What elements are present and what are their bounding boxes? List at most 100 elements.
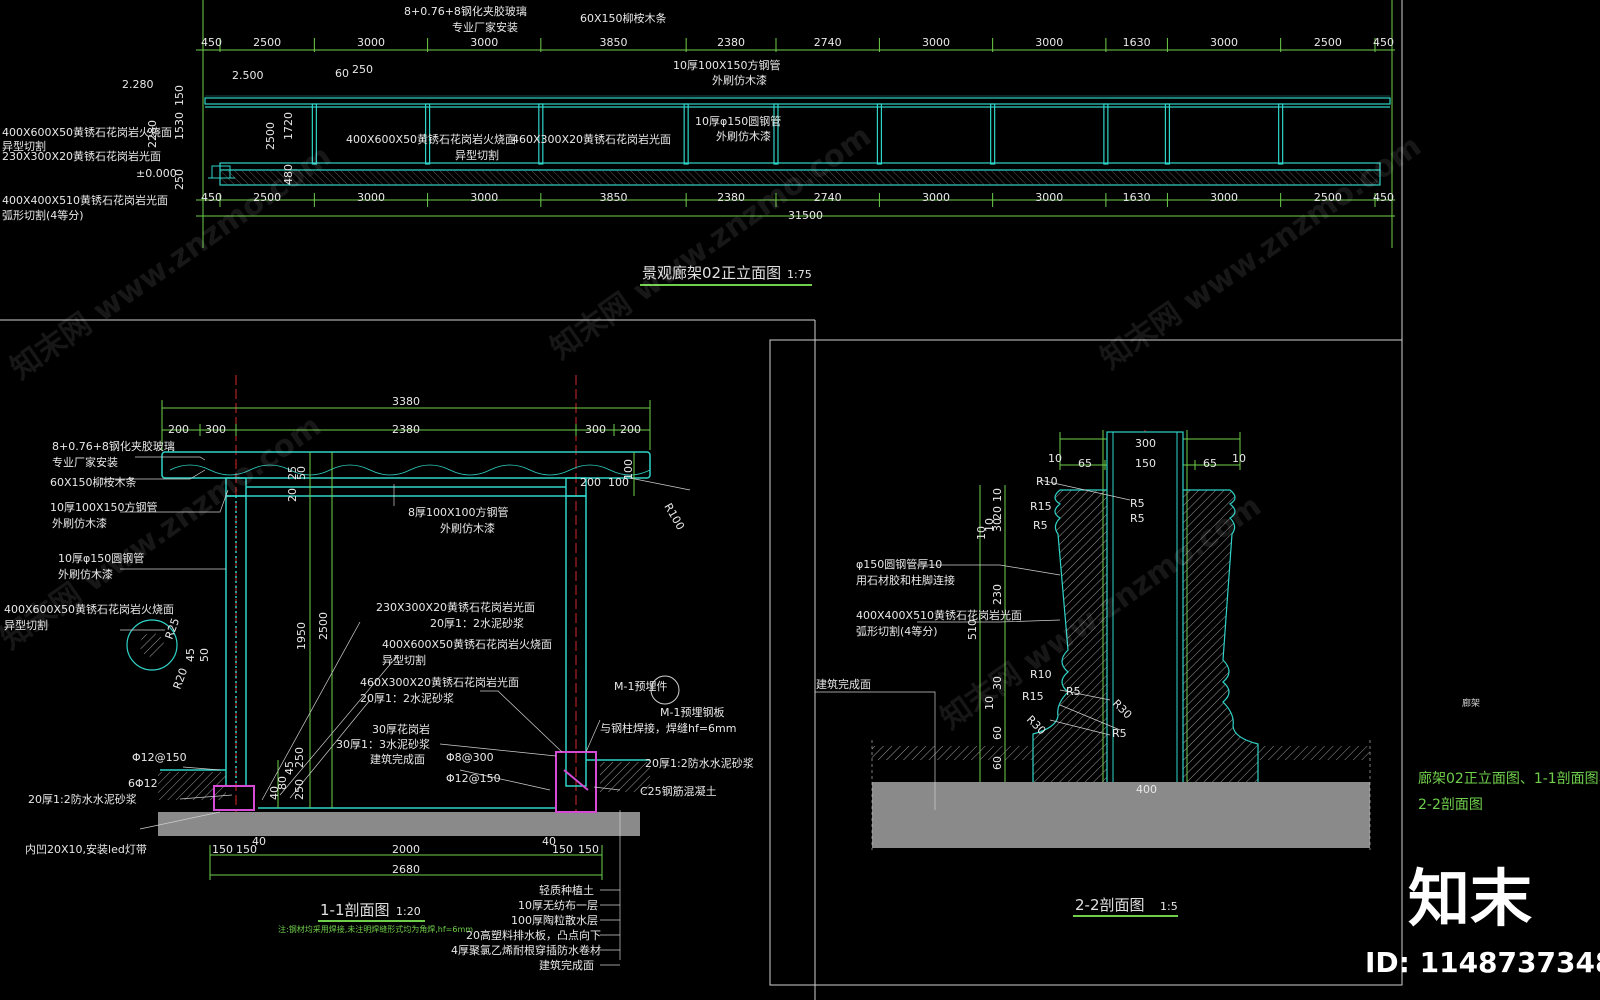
s1-bdim-1: 150 — [236, 843, 257, 856]
s2-vdim-8: 10 — [983, 696, 996, 710]
s1-bdim-2: 40 — [252, 835, 266, 848]
s2-dim-300: 300 — [1135, 437, 1156, 450]
s1-rebar-0: Φ8@300 — [446, 751, 494, 764]
elev-level-3: ±0.000 — [136, 167, 177, 180]
s1-vdim-40: 40 — [268, 786, 281, 800]
s1-bdim-5: 150 — [552, 843, 573, 856]
elev-bottom-dim-10: 3000 — [1210, 191, 1238, 204]
s2-radius-3: R5 — [1130, 497, 1145, 510]
s2-vdim-9: 60 — [991, 726, 1004, 740]
elevation-post-10 — [1278, 103, 1284, 165]
s1-vdim-250: 250 — [293, 779, 306, 800]
s1-vdim-20: 20 — [286, 488, 299, 502]
elevation-view — [196, 0, 1395, 248]
section2-view — [815, 430, 1371, 850]
s1-label-8: 异型切割 — [4, 618, 48, 632]
s1-mid-5: 20厚1：2水泥砂浆 — [360, 691, 454, 705]
elev-note-install: 专业厂家安装 — [452, 20, 518, 34]
elev-lower-note-1: 400X600X50黄锈石花岗岩火烧面 — [346, 132, 516, 146]
s1-layer-2: 100厚陶粒散水层 — [511, 913, 598, 927]
s1-bdim-6: 150 — [578, 843, 599, 856]
s1-label-1: 专业厂家安装 — [52, 455, 118, 469]
s1-vdim-100b: 100 — [608, 476, 629, 489]
s1-mid-6: 30厚花岗岩 — [372, 722, 430, 736]
s1-dim-200b: 200 — [620, 423, 641, 436]
s2-vdim-4: 10 — [975, 526, 988, 540]
brand-id: ID: 1148737348 — [1365, 946, 1600, 979]
s1-bdim-3: 2000 — [392, 843, 420, 856]
section1-scale: 1:20 — [396, 905, 421, 918]
elev-note-steel: 10厚100X150方钢管 — [673, 58, 781, 72]
s2-label-0: φ150圆钢管厚10 — [856, 557, 942, 571]
elev-left-note-5: 弧形切割(4等分) — [2, 208, 84, 222]
elev-top-dim-2: 3000 — [357, 36, 385, 49]
elevation-post-8 — [1103, 103, 1109, 165]
sidebar-title-line-1: 廊架02正立面图、1-1剖面图、 — [1418, 770, 1600, 787]
s1-right-2: 与钢柱焊接，焊缝hf=6mm — [600, 721, 737, 735]
elevation-posts — [311, 103, 1284, 165]
s2-dim-10b: 10 — [1232, 452, 1246, 465]
elev-top-dim-7: 3000 — [922, 36, 950, 49]
s2-label-3: 弧形切割(4等分) — [856, 624, 938, 638]
elev-dim-1530: 1530 — [173, 112, 186, 140]
elevation-post-1 — [311, 103, 317, 165]
elev-top-dim-5: 2380 — [717, 36, 745, 49]
section2-title: 2-2剖面图 — [1075, 896, 1145, 914]
elevation-scale: 1:75 — [787, 268, 812, 281]
s1-dim-300a: 300 — [205, 423, 226, 436]
elev-top-dim-4: 3850 — [599, 36, 627, 49]
section1-view — [100, 375, 691, 966]
elev-bottom-dim-4: 3850 — [599, 191, 627, 204]
s1-right-3: 20厚1:2防水水泥砂浆 — [645, 756, 754, 770]
s1-center-1: 外刷仿木漆 — [440, 522, 495, 535]
s1-label-3: 10厚100X150方钢管 — [50, 500, 158, 514]
elevation-post-7 — [990, 103, 996, 165]
elev-bottom-dim-12: 450 — [1373, 191, 1394, 204]
s1-vdim-2500: 2500 — [317, 612, 330, 640]
s2-label-1: 用石材胶和柱脚连接 — [856, 573, 955, 587]
sidebar-title-line-2: 2-2剖面图 — [1418, 797, 1483, 813]
elev-dim-250: 250 — [352, 63, 373, 76]
elev-total-dim: 31500 — [788, 209, 823, 222]
elev-bottom-dim-7: 3000 — [922, 191, 950, 204]
s1-vdim-200: 200 — [580, 476, 601, 489]
s1-mid-4: 460X300X20黄锈石花岗岩光面 — [360, 675, 519, 689]
s1-mid-2: 400X600X50黄锈石花岗岩火烧面 — [382, 637, 552, 651]
panel-borders — [0, 0, 1403, 1000]
s1-label-4: 外刷仿木漆 — [52, 517, 107, 530]
s1-mid-7: 30厚1：3水泥砂浆 — [336, 737, 430, 751]
elevation-post-4 — [683, 103, 689, 165]
s1-vdim-50: 50 — [295, 466, 308, 480]
s1-mid-0: 230X300X20黄锈石花岗岩光面 — [376, 600, 535, 614]
s1-rebar-1: Φ12@150 — [446, 772, 501, 785]
s1-mid-8: 建筑完成面 — [370, 752, 425, 766]
s1-radius-r25: R25 — [163, 616, 183, 641]
s1-vdim-250b: 250 — [293, 747, 306, 768]
s1-bdim-0: 150 — [212, 843, 233, 856]
elev-dim-150: 150 — [173, 85, 186, 106]
elev-dim-250b: 250 — [173, 169, 186, 190]
s1-mid-3: 异型切割 — [382, 653, 426, 667]
s2-vdim-3: 30 — [991, 518, 1004, 532]
elev-top-dim-1: 2500 — [253, 36, 281, 49]
s1-vdim-100: 100 — [622, 459, 635, 480]
elev-top-dim-9: 1630 — [1123, 36, 1151, 49]
section2-slab — [872, 782, 1370, 848]
s2-dim-150: 150 — [1135, 457, 1156, 470]
elevation-post-2 — [424, 103, 431, 165]
s2-vdim-10: 60 — [991, 756, 1004, 770]
s2-vdim-0: 10 — [991, 488, 1004, 502]
s2-radius-6: R15 — [1022, 690, 1044, 703]
elev-dim-2500: 2500 — [264, 122, 277, 150]
s1-vdim-45: 45 — [283, 761, 296, 775]
watermark-3: 知末网 www.znzmo.com — [1095, 129, 1428, 377]
section1-title: 1-1剖面图 — [320, 901, 390, 919]
s2-vdim-5: 230 — [991, 584, 1004, 605]
elev-note-glass: 8+0.76+8钢化夹胶玻璃 — [404, 4, 527, 18]
s1-label-7: 400X600X50黄锈石花岗岩火烧面 — [4, 602, 174, 616]
s1-layer-4: 4厚聚氯乙烯耐根穿插防水卷材 — [451, 943, 601, 957]
section1-slab — [158, 812, 640, 836]
s1-vdim-1950: 1950 — [295, 622, 308, 650]
elevation-dim-ticks — [202, 38, 1376, 207]
